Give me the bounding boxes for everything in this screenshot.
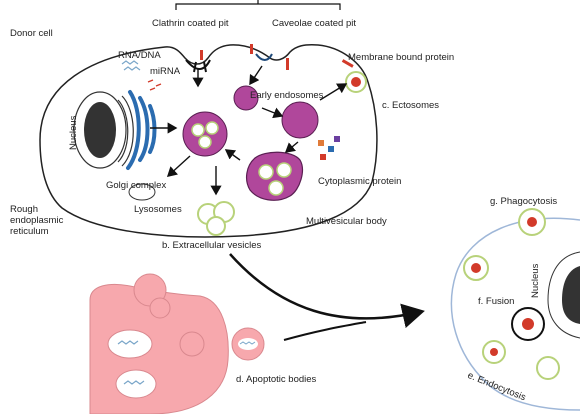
label-nucleus-left: Nucleus (68, 115, 79, 150)
label-multivesicular: Multivesicular body (306, 216, 387, 227)
apoptotic-body (231, 327, 265, 361)
membrane-proteins (200, 44, 354, 70)
top-bracket (175, 0, 341, 10)
extracellular-vesicles (197, 201, 235, 236)
label-cytoplasmic-protein: Cytoplasmic protein (318, 176, 402, 187)
label-donor-cell: Donor cell (10, 28, 53, 39)
golgi-complex (126, 90, 157, 170)
ectosome (345, 71, 367, 93)
label-rough-er-3: reticulum (10, 226, 49, 237)
multivesicular-body (245, 151, 303, 201)
lysosome (128, 183, 156, 201)
recipient-cell-membrane (450, 217, 580, 411)
label-extracellular-vesicles: b. Extracellular vesicles (162, 240, 262, 251)
label-rna-dna: RNA/DNA (118, 50, 161, 61)
label-mirna: miRNA (150, 66, 181, 77)
rna-dna-glyphs (121, 60, 141, 71)
label-clathrin: Clathrin coated pit (152, 18, 229, 29)
recipient-vesicles (463, 208, 560, 380)
label-rough-er-1: Rough (10, 204, 38, 215)
label-apoptotic-bodies: d. Apoptotic bodies (236, 374, 317, 385)
apoptotic-arrow (283, 321, 367, 341)
label-caveolae: Caveolae coated pit (272, 18, 356, 29)
intraluminal-vesicles (191, 121, 219, 149)
label-lysosomes: Lysosomes (134, 204, 182, 215)
label-nucleus-right: Nucleus (530, 263, 541, 298)
apoptotic-cell (89, 273, 229, 415)
caveolae-pit (255, 53, 273, 61)
label-ectosomes: c. Ectosomes (382, 100, 440, 111)
pathway-arrows (150, 65, 348, 196)
nucleus-left (73, 91, 134, 169)
cytoplasmic-proteins (318, 136, 340, 160)
nucleus-right (547, 251, 580, 339)
label-membrane-protein: Membrane bound protein (348, 52, 455, 63)
label-early-endosomes: Early endosomes (250, 90, 324, 101)
label-fusion: f. Fusion (478, 296, 515, 307)
clathrin-pit (185, 59, 211, 73)
label-golgi: Golgi complex (106, 180, 167, 191)
label-rough-er-2: endoplasmic (10, 215, 64, 226)
mirna-glyphs (147, 79, 162, 91)
label-phagocytosis: g. Phagocytosis (490, 196, 558, 207)
transfer-arrow (229, 253, 425, 329)
